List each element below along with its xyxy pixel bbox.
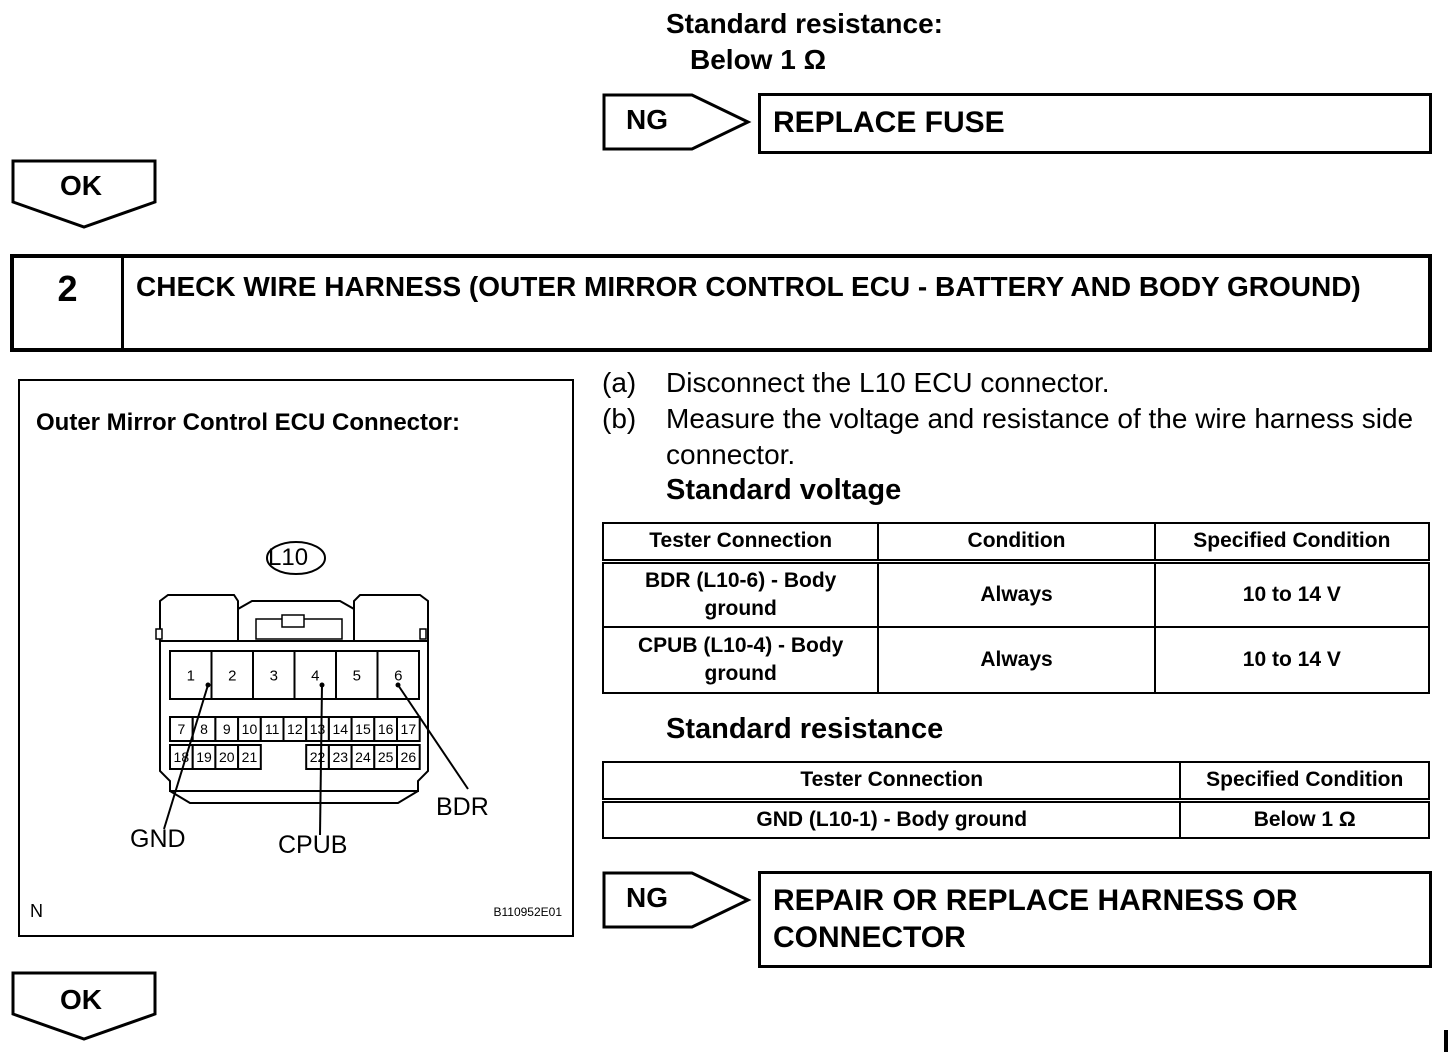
pin-number: 2 [228,667,236,684]
instruction-b-text: Measure the voltage and resistance of th… [666,403,1414,470]
table-row: GND (L10-1) - Body ground Below 1 Ω [601,799,1430,839]
resistance-cell: GND (L10-1) - Body ground [601,799,1182,839]
connector-id-label: L10 [268,544,309,571]
pin-cavity [396,716,421,742]
pin-number: 23 [332,749,348,765]
instruction-b: (b) Measure the voltage and resistance o… [602,401,1432,473]
pin-number: 3 [270,667,278,684]
repair-harness-box: REPAIR OR REPLACE HARNESS OR CONNECTOR [758,871,1432,968]
resistance-header-specified: Specified Condition [1179,761,1430,803]
standard-resistance-value: Below 1 Ω [690,44,827,75]
pin-cavity [396,744,421,770]
pin-number: 17 [401,721,417,737]
ok-arrow-icon [11,159,157,229]
voltage-cell: 10 to 14 V [1153,560,1431,628]
ok-arrow-bottom: OK [10,970,158,1047]
pin-number: 8 [200,721,208,737]
ng-arrow-top: NG [602,92,752,157]
pin-cavity [237,744,262,770]
ok-arrow-icon [11,971,157,1041]
pin-number: 15 [355,721,371,737]
instructions: (a) Disconnect the L10 ECU connector. (b… [602,365,1432,475]
instruction-a: (a) Disconnect the L10 ECU connector. [602,365,1432,401]
bdr-leader [397,684,469,790]
ng-label-bottom: NG [626,882,668,913]
voltage-cell: Always [877,626,1156,694]
ng-arrow-bottom: NG [602,870,752,935]
step-number: 2 [14,258,124,348]
cpub-label: CPUB [278,831,348,859]
pin-number: 18 [174,749,190,765]
resistance-table: Tester Connection Specified Condition GN… [601,761,1430,839]
voltage-table-header: Tester Connection Condition Specified Co… [601,522,1431,564]
pin-number: 7 [177,721,185,737]
pin-number: 10 [242,721,258,737]
pin-number: 4 [311,667,319,684]
table-row: CPUB (L10-4) - Body ground Always 10 to … [601,626,1431,694]
voltage-header-specified: Specified Condition [1153,522,1431,564]
figure-title: Outer Mirror Control ECU Connector: [36,409,460,436]
gnd-label: GND [130,825,186,853]
pin-cavity [376,650,420,700]
pin-number: 26 [401,749,417,765]
standard-resistance-heading: Standard resistance [666,713,944,745]
instruction-b-letter: (b) [602,403,637,434]
pin-number: 24 [355,749,371,765]
pin-number: 14 [332,721,348,737]
ng-arrow-icon [602,93,752,151]
pin-number: 1 [187,667,195,684]
pin-number: 25 [378,749,394,765]
pin-number: 5 [353,667,361,684]
instruction-a-text: Disconnect the L10 ECU connector. [666,367,1110,398]
resistance-table-header: Tester Connection Specified Condition [601,761,1430,803]
table-row: BDR (L10-6) - Body ground Always 10 to 1… [601,560,1431,628]
pin-number: 20 [219,749,235,765]
cpub-leader [319,684,323,836]
pin-cavity [169,650,213,700]
voltage-cell: 10 to 14 V [1153,626,1431,694]
resistance-header-connection: Tester Connection [601,761,1182,803]
ok-arrow-top: OK [10,158,158,235]
standard-voltage-heading: Standard voltage [666,474,902,506]
ng-arrow-icon [602,871,752,929]
figure-code: B110952E01 [493,905,562,919]
figure-corner-mark: N [30,901,43,921]
replace-fuse-box: REPLACE FUSE [758,93,1432,154]
voltage-cell: BDR (L10-6) - Body ground [601,560,880,628]
pin-number: 12 [287,721,303,737]
ng-label-top: NG [626,104,668,135]
voltage-cell: CPUB (L10-4) - Body ground [601,626,880,694]
pin-cavities [169,650,421,770]
step-title: CHECK WIRE HARNESS (OUTER MIRROR CONTROL… [136,271,1361,302]
voltage-header-connection: Tester Connection [601,522,880,564]
pin-number: 11 [265,721,280,737]
pin-number: 13 [310,721,326,737]
connector-id-oval [266,541,326,575]
standard-resistance-label: Standard resistance: [666,8,943,39]
instruction-a-letter: (a) [602,367,637,398]
pin-number: 16 [378,721,394,737]
ok-label-bottom: OK [60,984,102,1015]
voltage-cell: Always [877,560,1156,628]
repair-harness-text: REPAIR OR REPLACE HARNESS OR CONNECTOR [773,884,1298,954]
voltage-table: Tester Connection Condition Specified Co… [601,522,1431,694]
gnd-leader [163,684,209,830]
pin-number: 19 [196,749,212,765]
step-header: 2 CHECK WIRE HARNESS (OUTER MIRROR CONTR… [10,254,1432,352]
pin-number: 9 [223,721,231,737]
resistance-cell: Below 1 Ω [1179,799,1430,839]
replace-fuse-text: REPLACE FUSE [773,106,1005,139]
bdr-label: BDR [436,793,489,821]
pin-number: 21 [242,749,258,765]
voltage-header-condition: Condition [877,522,1156,564]
ok-label-top: OK [60,170,102,201]
pin-number: 22 [310,749,326,765]
page-edge-mark [1444,1030,1448,1052]
pin-cavity [335,650,379,700]
pin-number: 6 [394,667,402,684]
